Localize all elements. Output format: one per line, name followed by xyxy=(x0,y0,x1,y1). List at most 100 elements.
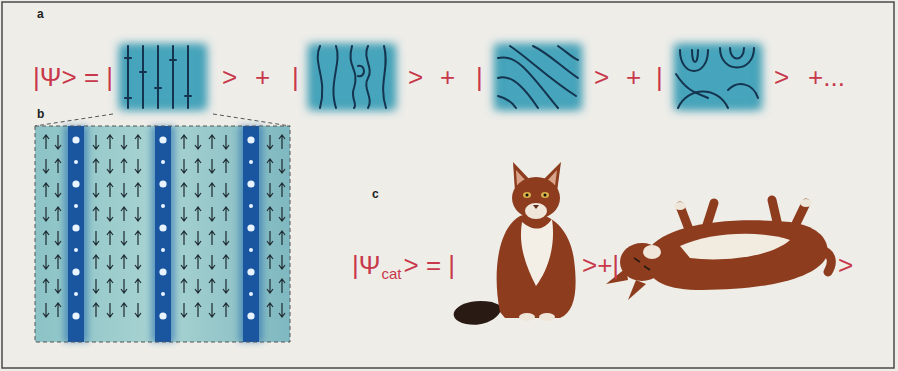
spin-arrow xyxy=(55,207,61,221)
spin-arrow xyxy=(195,303,201,317)
spin-arrow xyxy=(135,255,141,269)
ket-text: >+| xyxy=(582,252,619,278)
spin-arrow xyxy=(181,255,187,269)
cat-illustration xyxy=(454,162,832,325)
ket-bracket: | xyxy=(656,64,663,90)
spin-arrow xyxy=(181,135,187,149)
spin-arrow xyxy=(267,255,273,269)
spin-arrow xyxy=(267,183,273,197)
spin-arrow xyxy=(55,255,61,269)
spin-arrow xyxy=(121,159,127,173)
spin-arrow xyxy=(121,135,127,149)
spin-arrow xyxy=(279,159,285,173)
spin-arrow xyxy=(135,279,141,293)
spin-arrow xyxy=(267,279,273,293)
spin-arrow xyxy=(121,279,127,293)
spin-arrow xyxy=(93,159,99,173)
ket-bracket: > xyxy=(222,64,237,90)
stripe-tile xyxy=(674,44,762,110)
spin-arrow xyxy=(223,159,229,173)
spin-arrow xyxy=(55,279,61,293)
ket-text: |Ψ xyxy=(352,252,380,278)
spin-arrow xyxy=(223,207,229,221)
spin-arrow xyxy=(135,303,141,317)
spin-arrow xyxy=(55,183,61,197)
spin-arrow xyxy=(267,207,273,221)
spin-arrow xyxy=(93,303,99,317)
spin-arrow xyxy=(107,279,113,293)
spin-arrow xyxy=(195,231,201,245)
spin-arrow xyxy=(55,159,61,173)
spin-arrow xyxy=(107,303,113,317)
spin-arrow xyxy=(43,159,49,173)
spin-arrow xyxy=(279,183,285,197)
spin-arrow xyxy=(93,207,99,221)
spin-arrow xyxy=(195,255,201,269)
ket-bracket: > xyxy=(838,252,853,278)
spin-arrow xyxy=(181,207,187,221)
spin-arrow xyxy=(209,279,215,293)
spin-arrow xyxy=(181,183,187,197)
stripe-tile xyxy=(119,44,207,110)
subscript: cat xyxy=(381,266,401,281)
ket-text: |Ψ> = | xyxy=(33,64,113,90)
spin-inset xyxy=(35,114,290,342)
alive-cat xyxy=(454,162,576,325)
ket-text: > = | xyxy=(404,252,456,278)
spin-arrow xyxy=(267,159,273,173)
spin-arrow xyxy=(93,135,99,149)
spin-arrow xyxy=(121,207,127,221)
spin-arrow xyxy=(209,255,215,269)
panel-letter: a xyxy=(37,8,44,20)
ket-bracket: | xyxy=(476,64,483,90)
spin-arrow xyxy=(195,183,201,197)
panel-letter: b xyxy=(37,108,44,120)
spin-arrow xyxy=(209,159,215,173)
spin-arrow xyxy=(43,231,49,245)
spin-arrow xyxy=(135,159,141,173)
spin-arrow xyxy=(223,279,229,293)
spin-arrow xyxy=(43,279,49,293)
spin-arrow xyxy=(93,255,99,269)
spin-arrow xyxy=(279,207,285,221)
spin-arrow xyxy=(279,255,285,269)
spin-arrow xyxy=(43,183,49,197)
spin-arrow xyxy=(43,207,49,221)
spin-arrow xyxy=(135,207,141,221)
spin-arrow xyxy=(195,135,201,149)
spin-arrow xyxy=(195,159,201,173)
ket-bracket: > xyxy=(594,64,609,90)
spin-arrow xyxy=(223,231,229,245)
spin-arrow xyxy=(135,231,141,245)
spin-arrow xyxy=(107,207,113,221)
spin-arrow xyxy=(107,135,113,149)
spin-arrow xyxy=(93,231,99,245)
spin-arrow xyxy=(181,303,187,317)
spin-arrow xyxy=(267,231,273,245)
stripe-tile xyxy=(494,44,582,110)
spin-arrow xyxy=(43,255,49,269)
ket-bracket: | xyxy=(292,64,299,90)
spin-arrow xyxy=(209,207,215,221)
plus-sign: +... xyxy=(808,64,845,90)
ket-bracket: > xyxy=(408,64,423,90)
stripe-tiles xyxy=(119,44,762,110)
spin-arrow xyxy=(121,255,127,269)
plus-sign: + xyxy=(440,64,455,90)
spin-arrow xyxy=(223,303,229,317)
stripe-tile xyxy=(308,44,396,110)
spin-arrow xyxy=(121,303,127,317)
spin-arrow xyxy=(135,135,141,149)
spin-arrow xyxy=(279,135,285,149)
spin-arrow xyxy=(209,135,215,149)
spin-arrow xyxy=(93,183,99,197)
spin-arrow xyxy=(43,303,49,317)
spin-arrow xyxy=(55,231,61,245)
spin-arrow xyxy=(267,303,273,317)
plus-sign: + xyxy=(255,64,270,90)
ket-bracket: > xyxy=(774,64,789,90)
spin-arrow xyxy=(107,231,113,245)
spin-arrow xyxy=(107,159,113,173)
spin-arrow xyxy=(107,255,113,269)
